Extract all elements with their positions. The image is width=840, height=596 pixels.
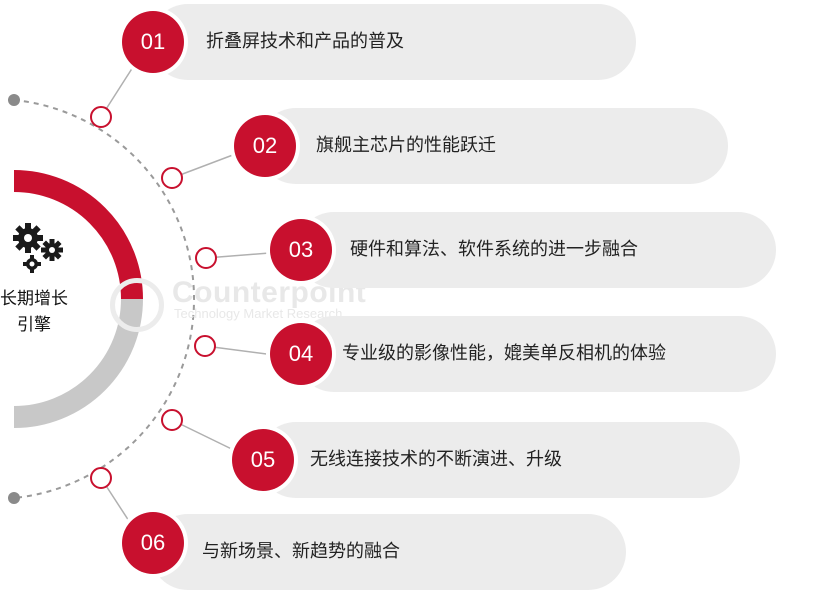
center-ring-grey: [13, 298, 143, 428]
item-badge-06: 06: [122, 512, 184, 574]
center-title-line1: 长期增长: [0, 289, 68, 309]
item-pill-06: [150, 514, 626, 590]
arc-endpoint-top: [8, 94, 20, 106]
arc-node-05: [161, 409, 183, 431]
item-label-05: 无线连接技术的不断演进、升级: [310, 449, 562, 470]
connector-04: [204, 345, 283, 357]
gears-icon: [13, 223, 63, 273]
arc-node-01: [90, 106, 112, 128]
item-pill-01: [150, 4, 636, 80]
item-badge-01: 01: [122, 11, 184, 73]
arc-node-04: [194, 335, 216, 357]
item-pill-03: [296, 212, 776, 288]
item-pill-02: [258, 108, 728, 184]
center-title-line2: 引擎: [17, 315, 51, 335]
item-pill-04: [296, 316, 776, 392]
arc-node-06: [90, 467, 112, 489]
connector-02: [171, 149, 247, 179]
center-ring-red: [13, 170, 143, 300]
item-label-06: 与新场景、新趋势的融合: [202, 541, 400, 562]
item-label-02: 旗舰主芯片的性能跃迁: [316, 135, 496, 156]
item-badge-03: 03: [270, 219, 332, 281]
connector-03: [205, 251, 283, 259]
item-badge-05: 05: [232, 429, 294, 491]
item-label-04: 专业级的影像性能，媲美单反相机的体验: [342, 343, 666, 364]
item-pill-05: [258, 422, 740, 498]
item-badge-02: 02: [234, 115, 296, 177]
dashed-arc: [13, 99, 196, 499]
item-badge-04: 04: [270, 323, 332, 385]
arc-node-03: [195, 247, 217, 269]
center-title: 长期增长 引擎: [0, 286, 68, 338]
arc-endpoint-bottom: [8, 492, 20, 504]
arc-node-02: [161, 167, 183, 189]
item-label-01: 折叠屏技术和产品的普及: [206, 31, 404, 52]
item-label-03: 硬件和算法、软件系统的进一步融合: [350, 239, 638, 260]
